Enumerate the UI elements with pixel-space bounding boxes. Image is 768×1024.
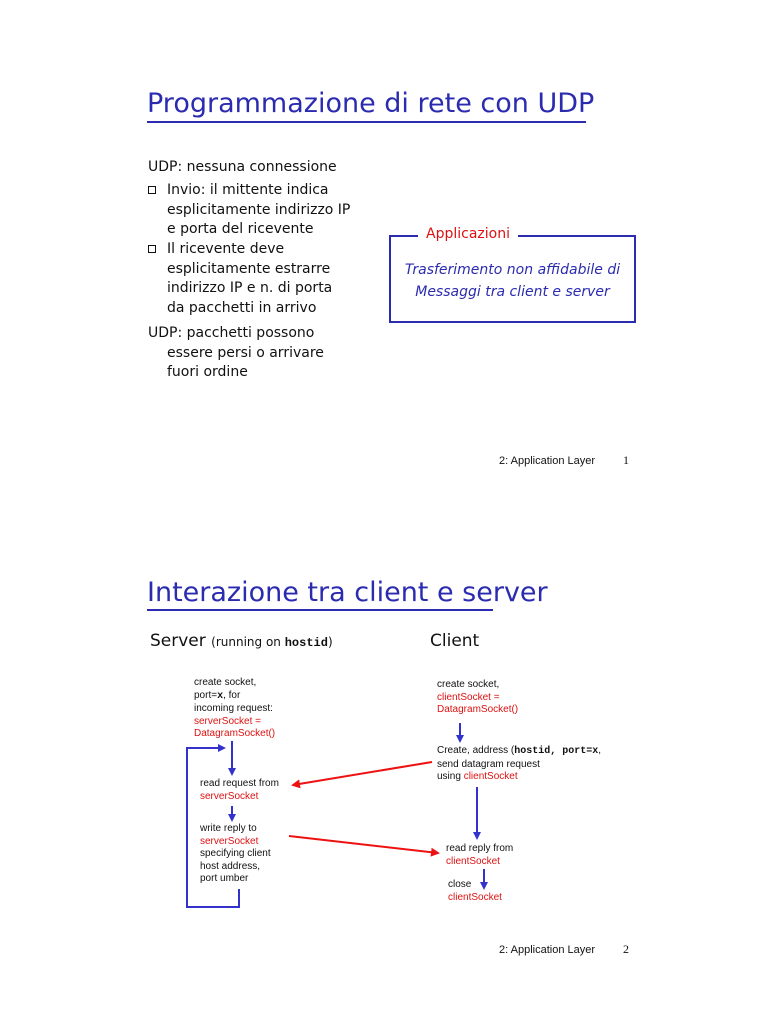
slide2-page-number: 2 [623,942,629,956]
client-create-socket: create socket, clientSocket = DatagramSo… [437,679,519,715]
bullet-square-icon [148,186,156,194]
slide2-title-underline [147,609,493,611]
udp-no-connection: UDP: nessuna connessione [148,159,337,175]
bullet-square-icon [148,245,156,253]
applicazioni-text: Trasferimento non affidabile di Messaggi… [404,262,621,300]
udp-packets-lost: UDP: pacchetti possono essere persi o ar… [148,325,324,380]
client-send-request: Create, address (hostid, port=x, send da… [437,745,602,782]
bullet-invio: Invio: il mittente indica esplicitamente… [148,181,350,240]
server-create-socket: create socket, port=x, for incoming requ… [194,677,276,739]
arrow-reply-server-to-client [288,835,440,857]
slide1-title: Programmazione di rete con UDP [147,88,595,119]
client-close: close clientSocket [448,879,502,903]
slide2-title: Interazione tra client e server [147,577,548,608]
server-heading: Server (running on hostid) [150,631,333,651]
applicazioni-label: Applicazioni [418,226,518,242]
slide1-footer: 2: Application Layer [499,455,596,467]
slide1-title-underline [147,121,586,123]
server-read-request: read request from serverSocket [200,778,279,802]
client-heading: Client [430,631,480,651]
slide2-footer: 2: Application Layer [499,944,596,956]
arrow-request-client-to-server [291,761,433,789]
arrow-server-loop [186,744,240,908]
server-write-reply: write reply to serverSocket specifying c… [200,823,271,884]
bullet-ricevente: Il ricevente deve esplicitamente estrarr… [148,240,332,318]
slide1-page-number: 1 [623,453,629,467]
client-read-reply: read reply from clientSocket [446,843,514,867]
